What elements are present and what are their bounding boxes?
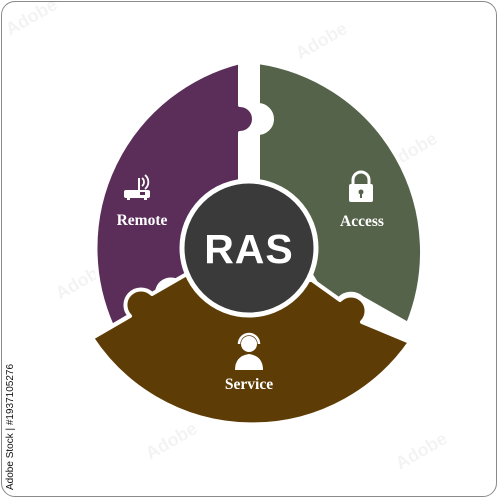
- remote-label: Remote: [117, 212, 168, 229]
- router-icon: [124, 174, 150, 200]
- svg-text:Adobe: Adobe: [292, 18, 350, 63]
- center-label: RAS: [204, 226, 294, 272]
- access-label: Access: [340, 213, 384, 230]
- support-agent-icon: [235, 332, 263, 370]
- padlock-icon: [349, 170, 373, 202]
- center-circle: [179, 178, 319, 318]
- svg-text:Adobe: Adobe: [2, 0, 60, 39]
- service-label: Service: [225, 376, 273, 393]
- svg-text:Adobe: Adobe: [142, 418, 200, 463]
- svg-text:Adobe: Adobe: [392, 428, 450, 473]
- stock-id-text: Adobe Stock | #1937105276: [5, 364, 16, 490]
